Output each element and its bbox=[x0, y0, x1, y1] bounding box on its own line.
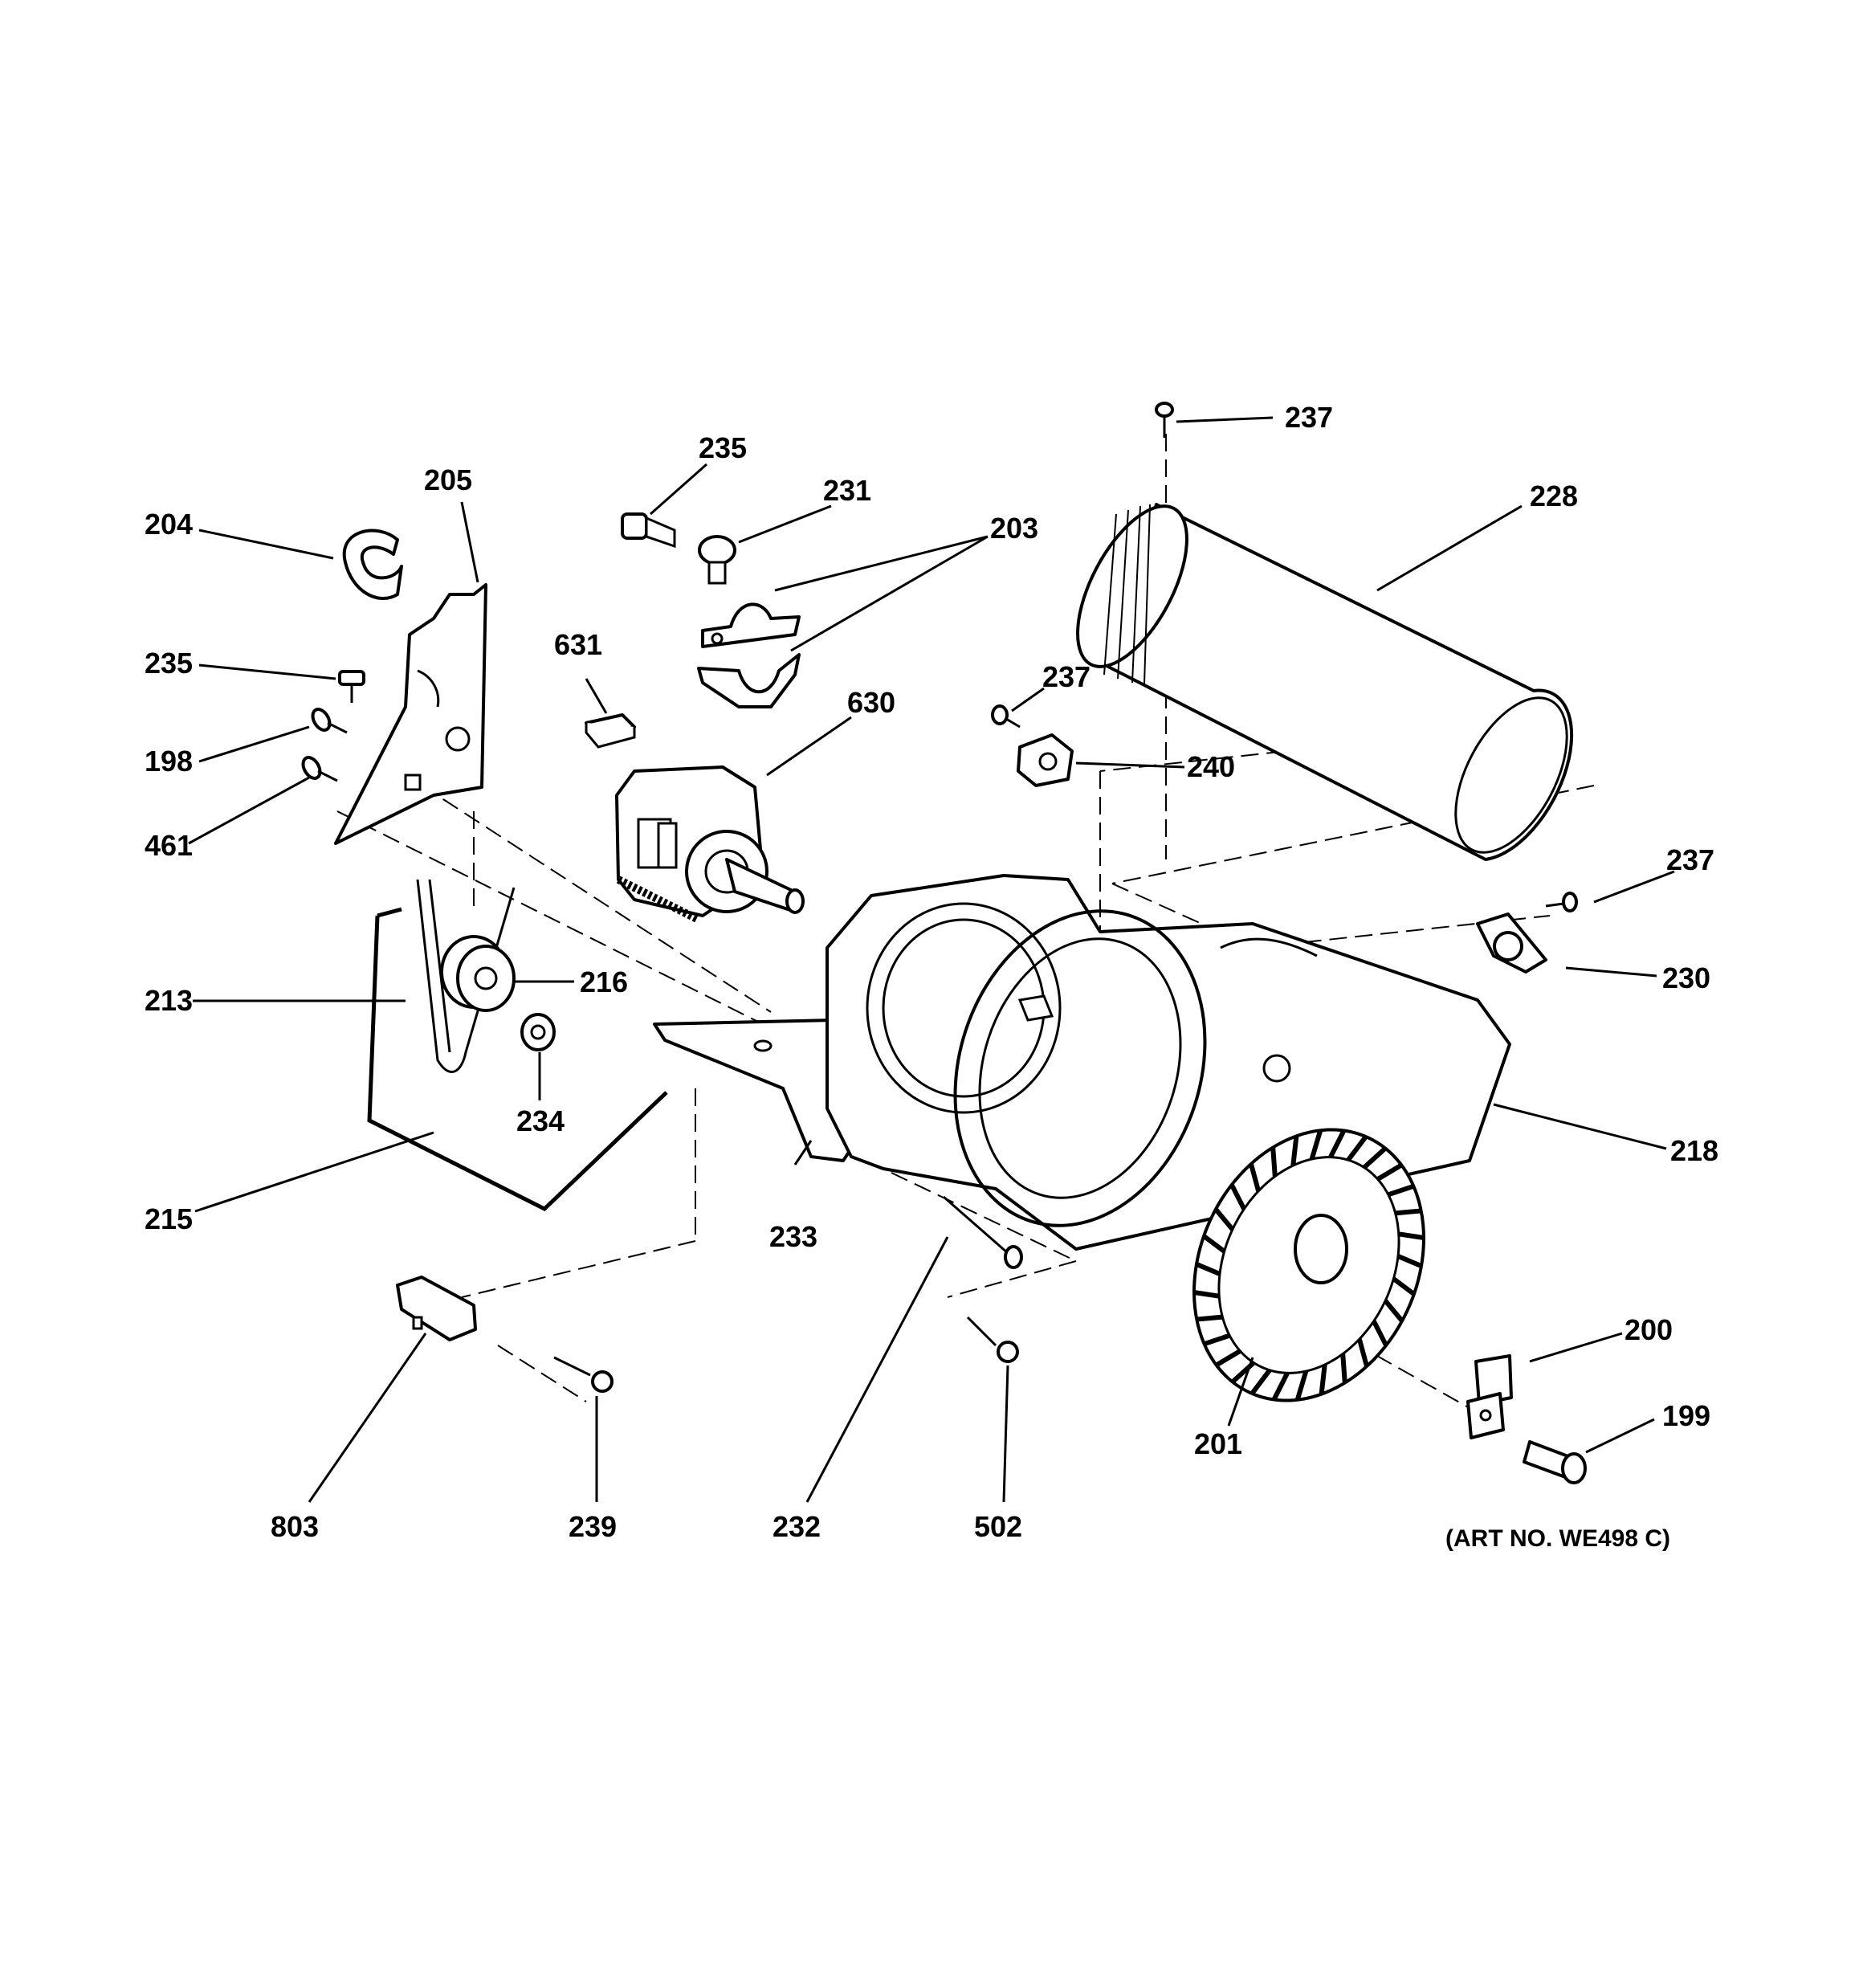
screw-237-mid bbox=[991, 704, 1021, 729]
blower-blade bbox=[1270, 1147, 1278, 1177]
callout-235-top: 235 bbox=[699, 431, 747, 464]
thermostat-230 bbox=[1476, 912, 1547, 974]
screw-502 bbox=[966, 1316, 1019, 1363]
callout-502: 502 bbox=[974, 1510, 1022, 1543]
blower-blade bbox=[1362, 1146, 1388, 1170]
blower-blade bbox=[1376, 1162, 1403, 1182]
blower-blade bbox=[1196, 1314, 1223, 1322]
blower-blade bbox=[1249, 1163, 1262, 1192]
blower-blade bbox=[1356, 1338, 1369, 1367]
callout-237-right: 237 bbox=[1666, 843, 1714, 876]
blower-blade bbox=[1392, 1276, 1416, 1296]
switch-803 bbox=[396, 1276, 477, 1341]
callout-234: 234 bbox=[516, 1104, 565, 1137]
motor-630 bbox=[615, 765, 805, 924]
blower-blade bbox=[1372, 1320, 1388, 1347]
callout-240: 240 bbox=[1187, 750, 1235, 783]
screw-235-top bbox=[621, 512, 676, 549]
callout-213: 213 bbox=[145, 984, 193, 1017]
idler-arm-215 bbox=[367, 907, 668, 1212]
screw-198 bbox=[311, 708, 348, 734]
blower-wheel-blades bbox=[1193, 1129, 1425, 1401]
callout-200: 200 bbox=[1625, 1313, 1673, 1346]
blower-wheel-201 bbox=[1192, 1128, 1425, 1402]
callout-205: 205 bbox=[424, 463, 472, 496]
idler-pulley-216 bbox=[440, 935, 516, 1012]
callout-235-left: 235 bbox=[145, 647, 193, 680]
callout-803: 803 bbox=[271, 1510, 319, 1543]
blower-blade bbox=[1340, 1353, 1347, 1383]
callout-201: 201 bbox=[1194, 1427, 1242, 1460]
clamp-203-upper bbox=[701, 602, 801, 648]
callout-232: 232 bbox=[773, 1510, 821, 1543]
screw-237-right bbox=[1545, 892, 1578, 912]
screw-461 bbox=[301, 756, 338, 782]
screw-237-top bbox=[1155, 402, 1174, 438]
callout-198: 198 bbox=[145, 745, 193, 778]
bolt-199 bbox=[1523, 1440, 1587, 1484]
callout-230: 230 bbox=[1662, 961, 1710, 994]
callout-labels: 237 228 235 231 205 203 204 631 237 630 … bbox=[145, 401, 1718, 1552]
callout-204: 204 bbox=[145, 508, 193, 541]
callout-203: 203 bbox=[990, 512, 1038, 545]
blower-blade bbox=[1383, 1299, 1404, 1323]
art-number: (ART NO. WE498 C) bbox=[1445, 1525, 1670, 1552]
callout-215: 215 bbox=[145, 1202, 193, 1235]
bracket-205 bbox=[334, 583, 487, 845]
blower-blade bbox=[1203, 1333, 1231, 1347]
callout-630: 630 bbox=[847, 686, 895, 719]
blower-blade bbox=[1346, 1135, 1368, 1161]
belt-213 bbox=[416, 879, 516, 1073]
clip-204 bbox=[342, 529, 403, 600]
blower-blade bbox=[1271, 1372, 1290, 1401]
callout-216: 216 bbox=[580, 965, 628, 998]
base-233 bbox=[653, 1018, 853, 1162]
thermostat-240 bbox=[1017, 733, 1074, 787]
blower-blade bbox=[1319, 1364, 1327, 1394]
blower-blade bbox=[1195, 1262, 1221, 1276]
plate-200 bbox=[1466, 1354, 1513, 1439]
blower-blade bbox=[1213, 1207, 1235, 1231]
blower-blade bbox=[1290, 1136, 1299, 1166]
callout-233: 233 bbox=[769, 1220, 817, 1253]
screw-239 bbox=[553, 1356, 614, 1393]
capacitor-631 bbox=[585, 713, 636, 749]
blower-blade bbox=[1396, 1254, 1423, 1268]
blower-blade bbox=[1328, 1129, 1347, 1158]
callout-631: 631 bbox=[554, 628, 602, 661]
blower-blade bbox=[1395, 1208, 1421, 1216]
blower-blade bbox=[1387, 1183, 1415, 1198]
callout-461: 461 bbox=[145, 829, 193, 862]
callout-237-top: 237 bbox=[1285, 401, 1333, 434]
blower-blade bbox=[1309, 1129, 1323, 1160]
clamp-203-lower bbox=[697, 653, 801, 708]
callout-231: 231 bbox=[823, 474, 871, 507]
leader-lines bbox=[188, 416, 1675, 1503]
blower-blade bbox=[1202, 1234, 1226, 1254]
callout-228: 228 bbox=[1530, 480, 1578, 512]
callout-199: 199 bbox=[1662, 1399, 1710, 1432]
duct-tube-228 bbox=[1076, 503, 1574, 861]
blower-blade bbox=[1193, 1290, 1220, 1299]
callout-218: 218 bbox=[1670, 1134, 1718, 1167]
ring-232 bbox=[953, 909, 1207, 1227]
blower-blade bbox=[1398, 1231, 1425, 1240]
callout-237-mid: 237 bbox=[1042, 660, 1090, 693]
blower-blade bbox=[1249, 1369, 1272, 1395]
blower-blade bbox=[1294, 1370, 1309, 1401]
washer-234 bbox=[520, 1013, 556, 1051]
blower-blade bbox=[1215, 1349, 1241, 1368]
screw-232 bbox=[943, 1195, 1023, 1269]
screw-231 bbox=[698, 535, 736, 585]
blower-blade bbox=[1229, 1183, 1246, 1210]
screw-235-left bbox=[338, 670, 365, 703]
callout-239: 239 bbox=[569, 1510, 617, 1543]
